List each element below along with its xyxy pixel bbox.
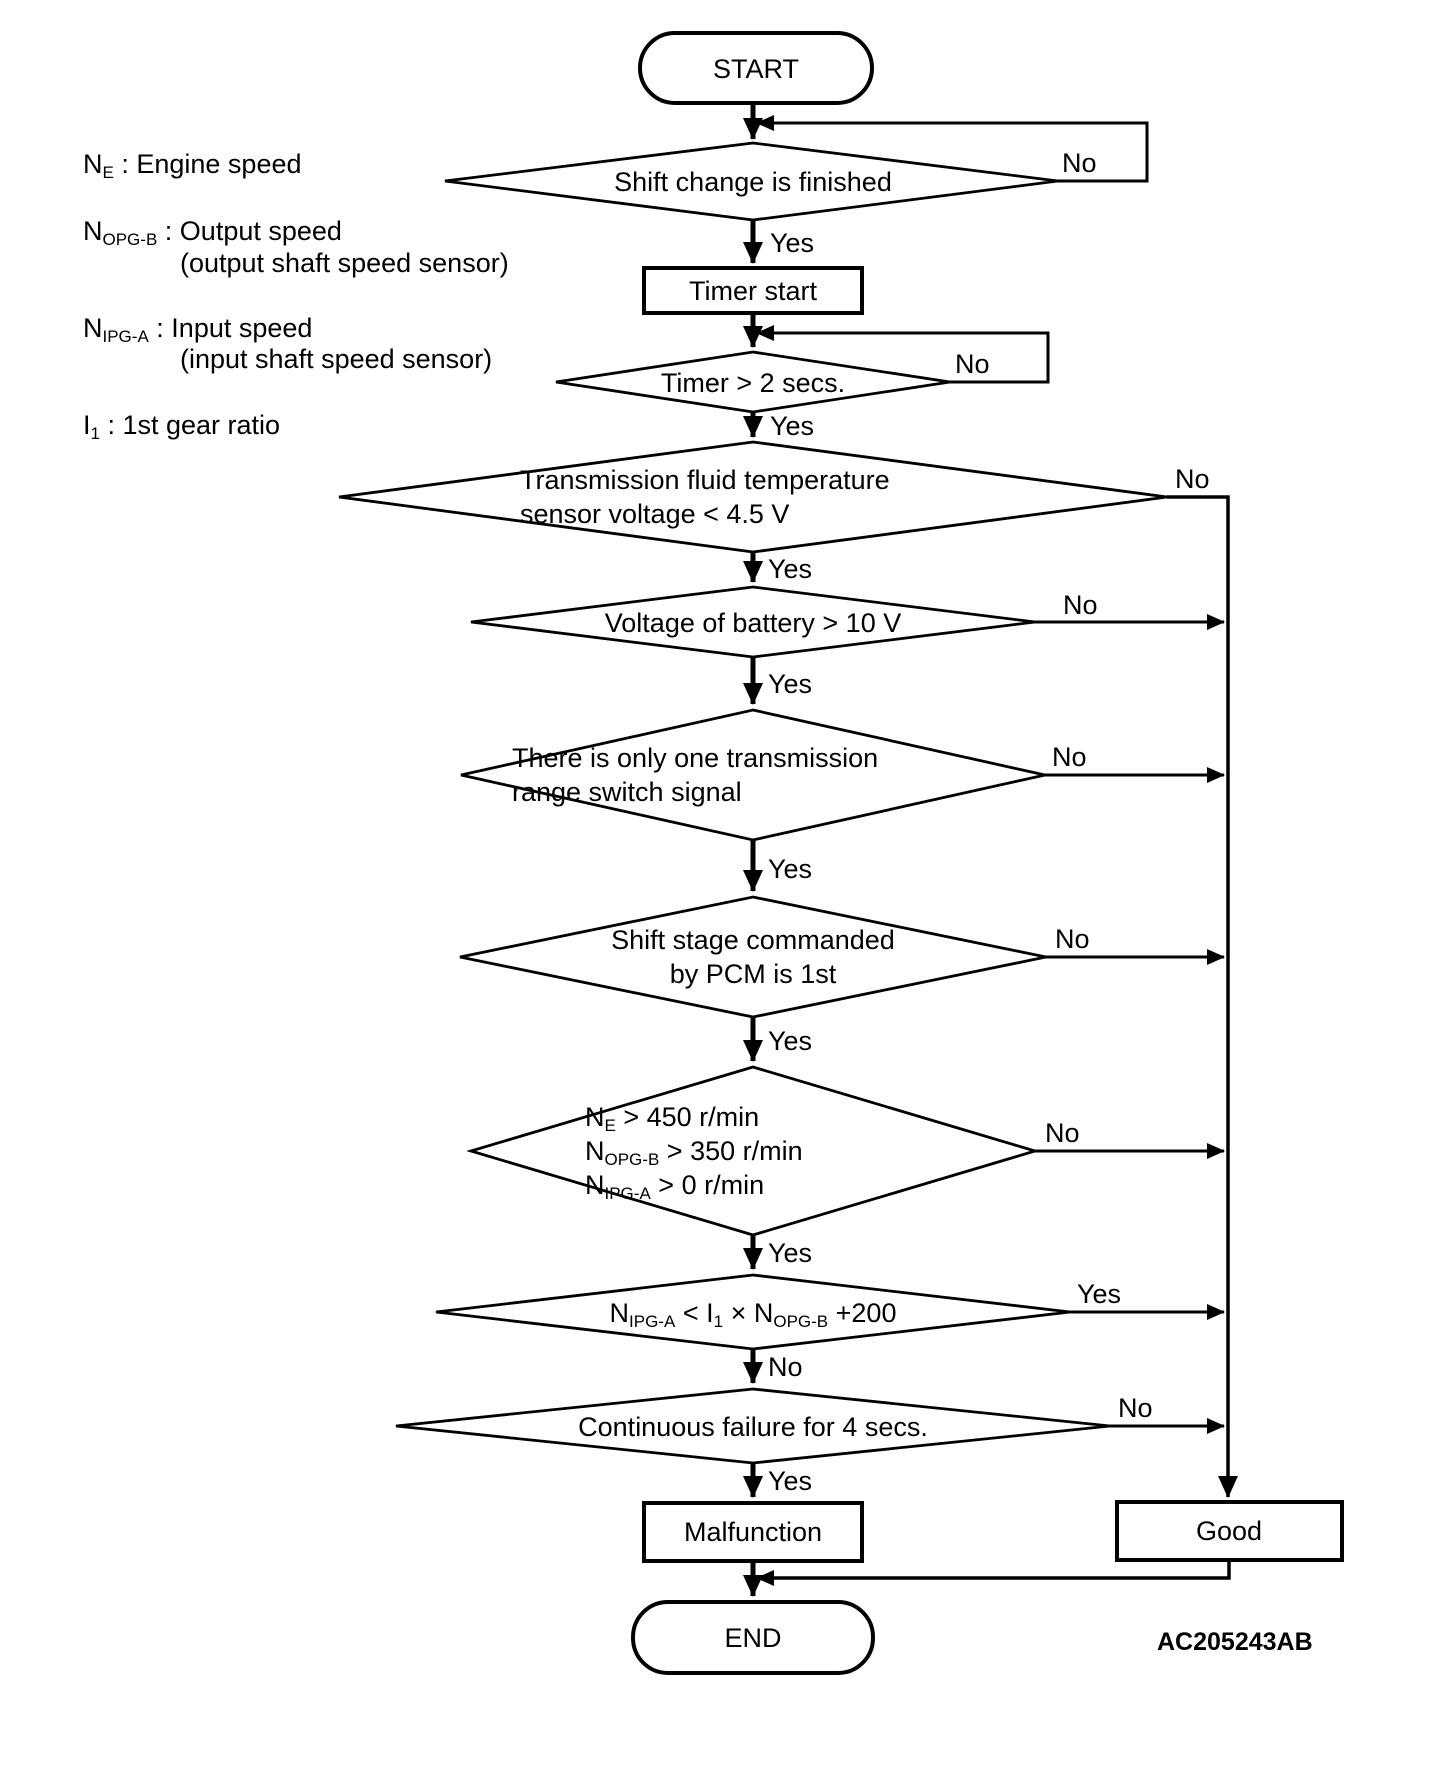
speed-line2-base: N [585, 1136, 605, 1166]
connector-shift-change-no-loop [756, 115, 1149, 183]
ratio-seg1: N [610, 1298, 630, 1328]
ratio-seg3-sub: OPG-B [773, 1312, 828, 1331]
good-process [1115, 1500, 1344, 1562]
connector-good-to-end [756, 1560, 1231, 1586]
connector-timer-no-loop [756, 325, 1050, 384]
diagram-code: AC205243AB [1157, 1628, 1313, 1656]
battery-voltage-decision [470, 585, 1036, 659]
yes-label: Yes [768, 554, 812, 584]
malfunction-label: Malfunction [684, 1517, 822, 1547]
no-label: No [1052, 742, 1087, 772]
legend-input-speed-cont: (input shaft speed sensor) [180, 344, 492, 374]
ratio-seg2: < I [675, 1298, 713, 1328]
legend-input-base: N [83, 313, 103, 343]
timer-label: Timer > 2 secs. [661, 368, 845, 398]
yes-label: Yes [768, 1238, 812, 1268]
ratio-compare-decision [435, 1273, 1071, 1351]
timer-start-process [642, 266, 864, 315]
yes-label: Yes [1077, 1279, 1121, 1309]
yes-label: Yes [768, 854, 812, 884]
shift-stage-label-line1: Shift stage commanded [611, 925, 895, 955]
ratio-seg3: × N [723, 1298, 773, 1328]
fluid-temp-decision [338, 440, 1168, 554]
range-switch-label-line1: There is only one transmission [512, 743, 878, 773]
no-label: No [1063, 590, 1098, 620]
legend-engine-sub: E [103, 163, 114, 182]
good-label: Good [1196, 1516, 1262, 1546]
fluid-temp-label-line2: sensor voltage < 4.5 V [520, 499, 789, 529]
range-switch-label-line2: range switch signal [512, 777, 742, 807]
no-label: No [1045, 1118, 1080, 1148]
speed-line3-base: N [585, 1170, 605, 1200]
ratio-seg2-sub: 1 [714, 1312, 723, 1331]
ratio-compare-label: NIPG-A < I1 × NOPG-B +200 [610, 1298, 897, 1331]
legend-input-sub: IPG-A [103, 327, 150, 346]
yes-label: Yes [768, 1466, 812, 1496]
speed-line2-sub: OPG-B [605, 1150, 660, 1169]
legend-output-base: N [83, 216, 103, 246]
speed-line1-sub: E [605, 1116, 616, 1135]
shift-stage-label-line2: by PCM is 1st [670, 959, 837, 989]
shift-change-label: Shift change is finished [614, 167, 892, 197]
no-label: No [1175, 464, 1210, 494]
start-label: START [713, 54, 799, 84]
legend-engine-rest: : Engine speed [114, 149, 302, 179]
legend-input-rest: : Input speed [149, 313, 313, 343]
speed-thresholds-decision [466, 1065, 1040, 1237]
legend-gear-ratio: I1 : 1st gear ratio [83, 410, 280, 443]
legend-output-speed-cont: (output shaft speed sensor) [180, 248, 509, 278]
continuous-failure-label: Continuous failure for 4 secs. [578, 1412, 928, 1442]
timer-decision [555, 350, 951, 414]
no-label: No [955, 349, 990, 379]
start-node [638, 31, 874, 105]
yes-label: Yes [768, 669, 812, 699]
ratio-seg1-sub: IPG-A [629, 1312, 676, 1331]
end-node [631, 1600, 875, 1675]
legend-gear-rest: : 1st gear ratio [100, 410, 280, 440]
shift-change-decision [444, 141, 1059, 222]
legend-gear-base: I [83, 410, 91, 440]
speed-line2-rest: > 350 r/min [659, 1136, 802, 1166]
range-switch-decision [460, 708, 1046, 842]
continuous-failure-decision [395, 1387, 1111, 1465]
speed-line3-rest: > 0 r/min [651, 1170, 764, 1200]
speed-line1-rest: > 450 r/min [616, 1102, 759, 1132]
legend-gear-sub: 1 [91, 424, 100, 443]
connector-fluid-temp-no-trunk [1167, 495, 1238, 1498]
yes-label: Yes [770, 411, 814, 441]
timer-start-label: Timer start [689, 276, 817, 306]
legend-output-speed: NOPG-B : Output speed [83, 216, 342, 249]
malfunction-process [642, 1501, 864, 1563]
ratio-seg4: +200 [828, 1298, 896, 1328]
no-label: No [1118, 1393, 1153, 1423]
no-label: No [1055, 924, 1090, 954]
no-label: No [768, 1352, 803, 1382]
speed-line1-base: N [585, 1102, 605, 1132]
legend-output-rest: : Output speed [157, 216, 342, 246]
legend-input-speed: NIPG-A : Input speed [83, 313, 312, 346]
fluid-temp-label-line1: Transmission fluid temperature [520, 465, 890, 495]
yes-label: Yes [770, 228, 814, 258]
speed-line3-sub: IPG-A [605, 1184, 652, 1203]
speed-thresholds-line2: NOPG-B > 350 r/min [585, 1136, 803, 1169]
legend-engine-speed: NE : Engine speed [83, 149, 302, 182]
speed-thresholds-line1: NE > 450 r/min [585, 1102, 759, 1135]
legend-engine-base: N [83, 149, 103, 179]
speed-thresholds-line3: NIPG-A > 0 r/min [585, 1170, 764, 1203]
legend-output-sub: OPG-B [103, 230, 158, 249]
yes-label: Yes [768, 1026, 812, 1056]
end-label: END [724, 1623, 781, 1653]
shift-stage-decision [459, 895, 1047, 1019]
no-label: No [1062, 148, 1097, 178]
battery-voltage-label: Voltage of battery > 10 V [605, 608, 901, 638]
